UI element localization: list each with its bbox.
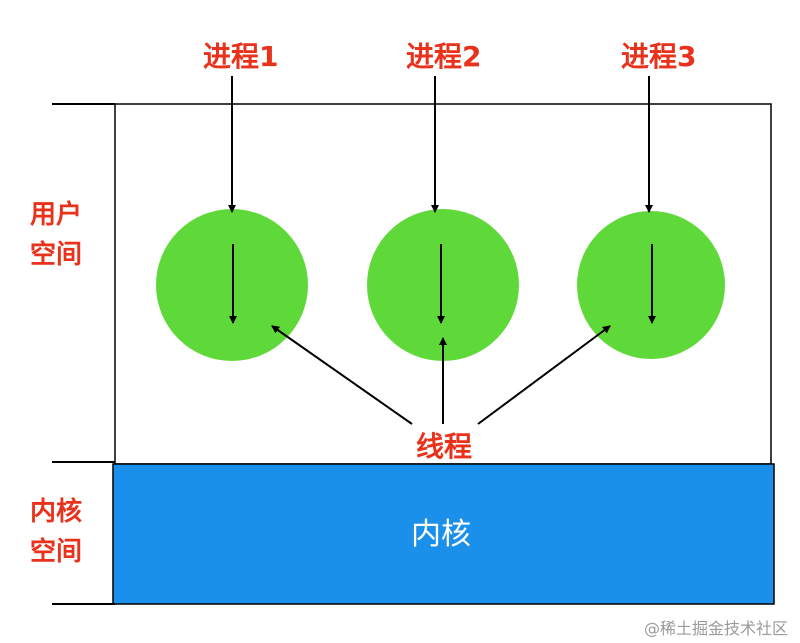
watermark-text: @稀土掘金技术社区	[644, 619, 789, 638]
process-1-label: 进程1	[203, 40, 279, 73]
process-2-label: 进程2	[406, 40, 482, 73]
kernel-space-label-line1: 内核	[30, 497, 83, 527]
thread-to-process-3-arrow	[477, 325, 611, 425]
kernel-label: 内核	[411, 517, 471, 552]
thread-label: 线程	[416, 430, 473, 463]
kernel-box	[112, 463, 775, 605]
user-space-label-line1: 用户	[30, 200, 83, 230]
kernel-space-label-line2: 空间	[30, 537, 83, 567]
process-3-label: 进程3	[621, 40, 697, 73]
user-space-label-line2: 空间	[30, 240, 83, 270]
process-2-circle	[367, 209, 519, 361]
thread-to-process-1-arrow	[271, 325, 413, 425]
